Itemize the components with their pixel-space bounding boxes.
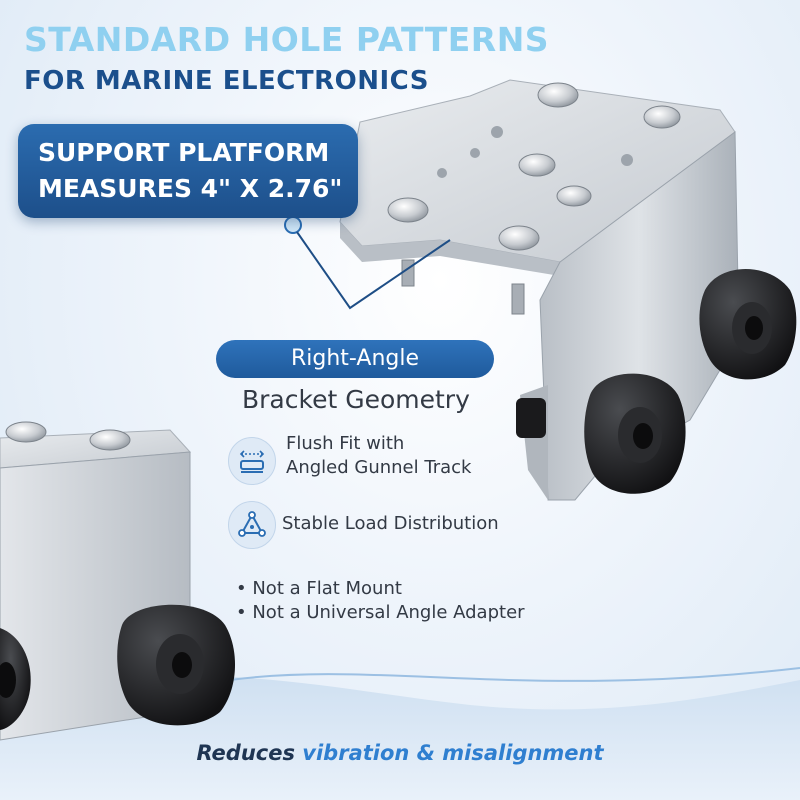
right-angle-pill: Right-Angle [216,340,494,378]
flush-fit-icon [228,437,276,485]
knob-secondary-front [117,604,236,726]
bullet-item: • Not a Flat Mount [236,578,402,599]
secondary-screw [89,429,131,451]
knob-lower [516,373,686,494]
callout-line-1: SUPPORT PLATFORM [38,138,330,167]
bracket-top-edge [340,222,560,276]
platform-screws [387,82,681,251]
footer-lead: Reduces [196,741,303,765]
headline-line-1: STANDARD HOLE PATTERNS [24,20,550,59]
wave-line [229,667,800,682]
feature-2-line-1: Stable Load Distribution [282,513,499,534]
footer-tagline: Reduces vibration & misalignment [0,741,800,765]
knob-upper [699,269,797,380]
platform-size-callout: SUPPORT PLATFORM MEASURES 4" X 2.76" [18,124,358,218]
bullet-item: • Not a Universal Angle Adapter [236,602,525,623]
footer-highlight: vibration & misalignment [302,741,604,765]
pill-label: Right-Angle [291,346,419,371]
headline-line-2: FOR MARINE ELECTRONICS [24,66,429,96]
feature-1-line-2: Angled Gunnel Track [286,457,472,478]
feature-1-line-1: Flush Fit with [286,433,405,454]
load-distribution-icon [228,501,276,549]
callout-line-2: MEASURES 4" X 2.76" [38,174,343,203]
threaded-stud [401,259,415,287]
bracket-geometry-heading: Bracket Geometry [242,385,470,414]
knob-secondary-side [0,628,31,730]
callout-leader-line [284,216,451,310]
secondary-screw [5,421,47,443]
threaded-stud [511,283,525,315]
